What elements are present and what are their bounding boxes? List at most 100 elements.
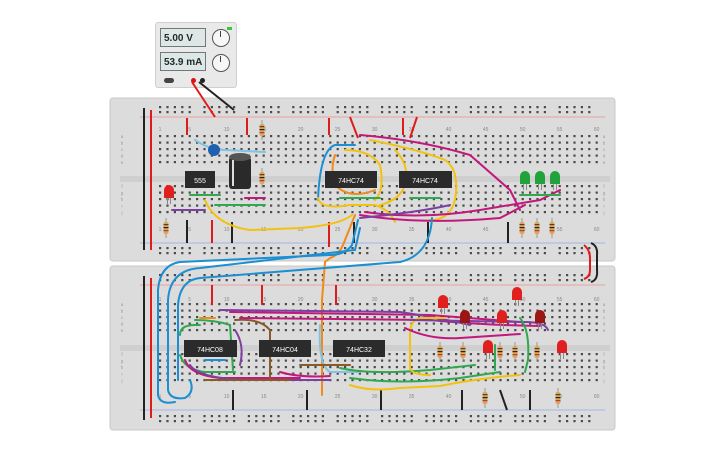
resistor[interactable] (534, 342, 540, 362)
row-letter: j (603, 210, 605, 215)
column-number: 40 (446, 297, 452, 303)
row-letter: i (122, 372, 123, 377)
column-number: 10 (224, 297, 230, 303)
led[interactable] (164, 185, 174, 204)
resistor[interactable] (460, 342, 466, 362)
row-letter: i (122, 204, 123, 209)
column-number: 25 (335, 127, 341, 133)
column-number: 30 (372, 227, 378, 233)
led[interactable] (438, 295, 448, 314)
column-number: 10 (224, 127, 230, 133)
chip-74hc04-body[interactable] (259, 340, 311, 357)
column-number: 30 (372, 394, 378, 400)
resistor[interactable] (549, 218, 555, 238)
led[interactable] (497, 310, 507, 329)
row-letter: f (121, 352, 123, 357)
row-letter: e (121, 160, 124, 165)
resistor[interactable] (163, 218, 169, 238)
column-number: 25 (335, 227, 341, 233)
resistor[interactable] (259, 168, 265, 188)
leds[interactable] (164, 171, 567, 359)
column-number: 45 (483, 127, 489, 133)
supply-negative-wire[interactable] (198, 81, 235, 111)
column-number: 50 (520, 394, 526, 400)
column-number: 45 (483, 297, 489, 303)
chip-74hc32-body[interactable] (333, 340, 385, 357)
voltage-knob[interactable] (212, 29, 230, 47)
row-letter: a (603, 302, 606, 307)
column-number: 60 (594, 297, 600, 303)
resistor[interactable] (497, 342, 503, 362)
led[interactable] (535, 171, 545, 190)
resistor[interactable] (482, 388, 488, 408)
led[interactable] (460, 310, 470, 329)
led[interactable] (520, 171, 530, 190)
column-number: 55 (557, 297, 563, 303)
column-number: 5 (188, 394, 191, 400)
row-letter: b (603, 141, 606, 146)
column-number: 1 (159, 297, 162, 303)
led[interactable] (557, 340, 567, 359)
row-letter: j (121, 210, 123, 215)
row-letter: h (121, 365, 124, 370)
column-number: 40 (446, 227, 452, 233)
led[interactable] (535, 310, 545, 329)
resistor[interactable] (259, 120, 265, 140)
row-letter: g (603, 359, 606, 364)
chip-74hc74-b-body[interactable] (399, 171, 452, 188)
row-letter: d (121, 322, 124, 327)
row-letter: f (603, 352, 605, 357)
led[interactable] (550, 171, 560, 190)
row-letter: a (121, 134, 124, 139)
power-supply[interactable]: 5.00 V 53.9 mA (155, 22, 237, 88)
signal-wires[interactable] (157, 134, 561, 404)
current-knob[interactable] (212, 54, 230, 72)
column-number: 15 (261, 297, 267, 303)
column-number: 60 (594, 127, 600, 133)
resistor[interactable] (519, 218, 525, 238)
electrolytic-capacitor[interactable] (229, 157, 251, 189)
row-letter: h (603, 365, 606, 370)
row-letter: c (121, 147, 124, 152)
column-number: 1 (159, 394, 162, 400)
led[interactable] (483, 340, 493, 359)
resistor[interactable] (534, 218, 540, 238)
row-letter: a (121, 302, 124, 307)
resistor[interactable] (555, 388, 561, 408)
column-number: 50 (520, 297, 526, 303)
column-number: 5 (188, 127, 191, 133)
short-jumpers[interactable] (186, 116, 531, 411)
positive-terminal[interactable] (191, 78, 196, 83)
row-letter: c (603, 315, 606, 320)
ceramic-capacitor[interactable] (208, 144, 220, 156)
chip-74hc08-body[interactable] (184, 340, 237, 357)
row-letter: j (603, 378, 605, 383)
chip-74hc74-a-label: 74HC74 (338, 178, 364, 185)
chip-74hc74-a-body[interactable] (325, 171, 377, 188)
negative-terminal[interactable] (200, 78, 205, 83)
chip-555-label: 555 (194, 178, 206, 185)
resistor[interactable] (512, 342, 518, 362)
electrolytic-capacitor-top (229, 153, 251, 161)
row-letter: e (121, 328, 124, 333)
row-letter: d (121, 154, 124, 159)
column-number: 20 (298, 297, 304, 303)
led[interactable] (512, 287, 522, 306)
ic-chips[interactable]: 555 74HC74 74HC74 74HC08 74HC04 74HC32 (184, 171, 452, 357)
chip-555-body[interactable] (185, 171, 215, 188)
resistors[interactable] (163, 120, 561, 408)
resistor[interactable] (437, 342, 443, 362)
column-number: 10 (224, 227, 230, 233)
board-link-wire[interactable] (590, 242, 599, 283)
voltage-display: 5.00 V (160, 28, 206, 47)
board-link-wire[interactable] (583, 244, 591, 280)
column-number: 5 (188, 297, 191, 303)
column-number: 25 (335, 394, 341, 400)
power-switch[interactable] (164, 78, 174, 83)
supply-positive-wire[interactable] (191, 81, 216, 118)
status-led (227, 27, 232, 30)
column-number: 1 (159, 227, 162, 233)
